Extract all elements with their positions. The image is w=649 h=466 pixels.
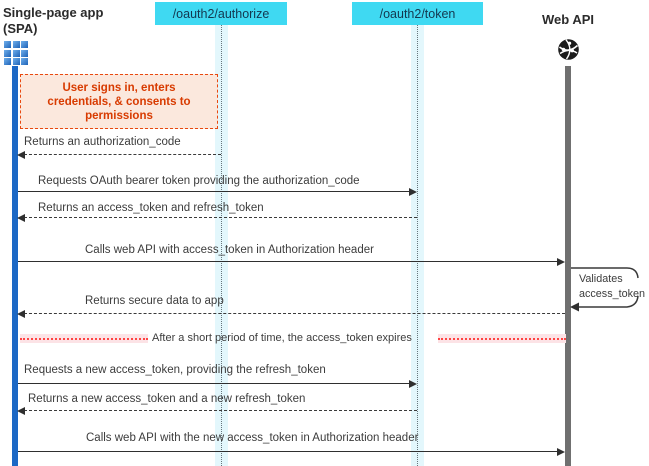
user-signin-note: User signs in, enters credentials, & con… [20, 74, 218, 129]
validates-note-line1: Validates [579, 273, 623, 285]
arrowhead-left-icon [17, 150, 25, 159]
message-arrow-line [24, 217, 417, 219]
message-arrow-line [18, 261, 559, 263]
arrowhead-left-icon [17, 406, 25, 415]
message-label: Calls web API with the new access_token … [86, 432, 419, 444]
token-lifeline-dotted [417, 25, 418, 466]
arrowhead-right-icon [557, 257, 565, 266]
app-grid-icon [4, 41, 28, 65]
globe-icon [558, 39, 579, 60]
message-arrow-line [24, 313, 565, 315]
message-label: Calls web API with access_token in Autho… [85, 244, 374, 256]
webapi-lifeline [565, 66, 571, 466]
arrowhead-left-icon [17, 213, 25, 222]
expiry-dotted-line-left [20, 337, 148, 340]
message-arrow-line [18, 383, 411, 385]
validates-note-line2: access_token [579, 288, 646, 300]
validates-bracket [570, 267, 639, 312]
expiry-dotted-line-right [438, 337, 566, 340]
message-label: Requests OAuth bearer token providing th… [38, 175, 360, 187]
message-arrow-line [24, 410, 417, 412]
spa-actor-label: Single-page app (SPA) [3, 5, 103, 36]
webapi-label: Web API [541, 12, 594, 27]
authorize-endpoint-label: /oauth2/authorize [172, 6, 270, 21]
arrowhead-right-icon [557, 447, 565, 456]
message-arrow-line [18, 191, 411, 193]
token-endpoint-label: /oauth2/token [379, 6, 456, 21]
message-label: Returns an authorization_code [24, 136, 181, 148]
message-label: Returns a new access_token and a new ref… [28, 393, 306, 405]
arrowhead-right-icon [409, 187, 417, 196]
message-arrow-line [18, 451, 559, 453]
spa-actor-sub: (SPA) [3, 20, 38, 36]
message-label: Requests a new access_token, providing t… [24, 364, 326, 376]
authorize-endpoint-box: /oauth2/authorize [155, 2, 287, 25]
arrowhead-right-icon [409, 379, 417, 388]
message-arrow-line [24, 154, 221, 156]
message-label: Returns an access_token and refresh_toke… [38, 202, 264, 214]
authorize-lifeline-dotted [221, 25, 222, 466]
validates-note: Validates access_token [579, 272, 645, 302]
token-endpoint-box: /oauth2/token [352, 2, 483, 25]
message-label: Returns secure data to app [85, 295, 224, 307]
spa-actor-name: Single-page app [3, 5, 104, 20]
token-expiry-note: After a short period of time, the access… [152, 332, 412, 344]
user-signin-note-text: User signs in, enters credentials, & con… [47, 81, 191, 122]
spa-lifeline [12, 66, 18, 466]
arrowhead-left-icon [17, 309, 25, 318]
